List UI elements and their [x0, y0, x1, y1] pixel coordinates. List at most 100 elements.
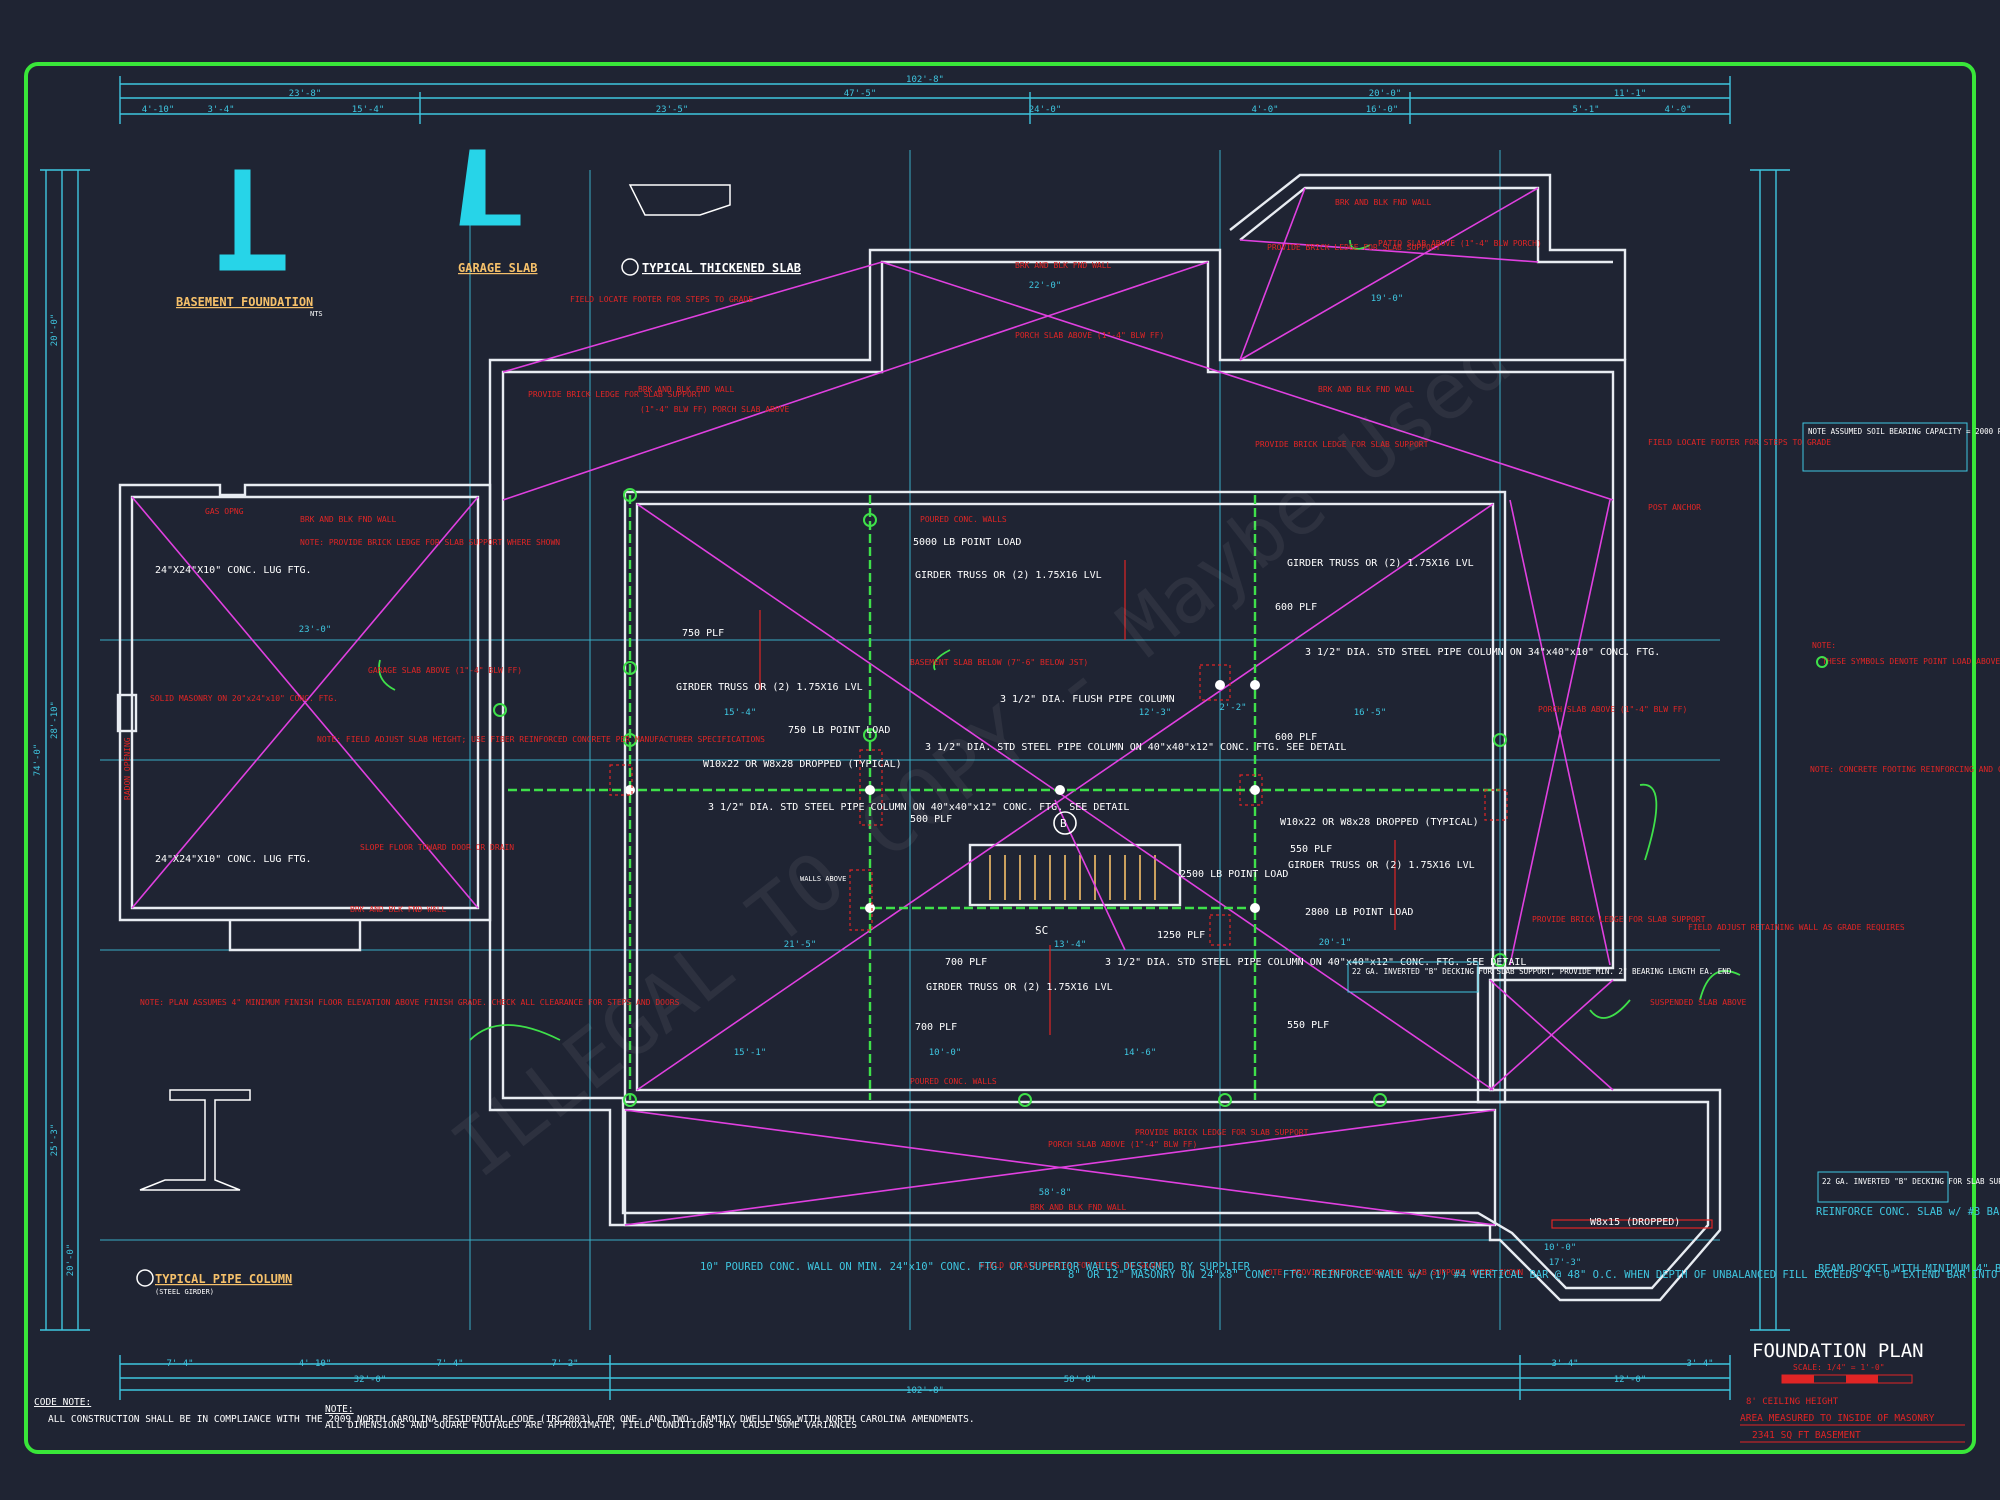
basement-slab-note: BASEMENT SLAB BELOW (7"-6" BELOW JST): [910, 658, 1088, 667]
wall-label-upper-left: BRK AND BLK FND WALL: [638, 385, 735, 394]
bottom-dim-3: 12'-0": [1614, 1375, 1647, 1385]
brick-ledge-note-1: PROVIDE BRICK LEDGE FOR SLAB SUPPORT: [528, 390, 702, 399]
field-adjust-note: FIELD ADJUST RETAINING WALL AS GRADE REQ…: [1688, 923, 1905, 932]
garage-slab-title: GARAGE SLAB: [458, 261, 537, 275]
top2-dim-3: 15'-4": [352, 105, 385, 115]
dim-interior-10: 58'-8": [1039, 1188, 1072, 1198]
field-locate-note-3: FIELD LOCATE FOOTER FOR STEPS TO GRADE: [980, 1261, 1163, 1270]
slab-diagonals: [131, 187, 1614, 1226]
note-red: NOTE: PROVIDE BRICK LEDGE FOR SLAB SUPPO…: [300, 538, 560, 547]
legend-text: THESE SYMBOLS DENOTE POINT LOAD ABOVE. B…: [1822, 657, 2000, 666]
reinforce-note: REINFORCE CONC. SLAB w/ #3 BAR @ 24" O.C…: [1816, 1206, 2000, 1218]
section-marker: [1053, 811, 1077, 835]
top2-dim-1: 4'-10": [142, 105, 175, 115]
left-dim-4: 25'-3": [50, 1124, 60, 1157]
steel-columns: [625, 680, 1260, 913]
poured-wall-note: 10" POURED CONC. WALL ON MIN. 24"x10" CO…: [700, 1261, 1251, 1273]
dim-interior-13: 21'-5": [784, 940, 817, 950]
top2-dim-8: 5'-1": [1572, 105, 1599, 115]
dim-interior-7: 10'-0": [929, 1048, 962, 1058]
bottom2-dim-1: 7'-4": [166, 1359, 193, 1369]
decking-note-2: 22 GA. INVERTED "B" DECKING FOR SLAB SUP…: [1822, 1177, 2000, 1186]
plf-500: 500 PLF: [910, 814, 952, 825]
dim-interior-15: 17'-3": [1549, 1258, 1582, 1268]
dimension-note-text: ALL DIMENSIONS AND SQUARE FOOTAGES ARE A…: [325, 1420, 857, 1431]
leader-arcs: [378, 239, 1741, 1041]
area-value: 2341 SQ FT BASEMENT: [1752, 1430, 1861, 1441]
brick-ledge-note-5: PROVIDE BRICK LEDGE FOR SLAB SUPPORT: [1135, 1128, 1309, 1137]
pipe-column-callout-1: 3 1/2" DIA. STD STEEL PIPE COLUMN ON 40"…: [708, 802, 1129, 813]
bottom-dim-2: 58'-8": [1064, 1375, 1097, 1385]
plf-550-2: 550 PLF: [1287, 1020, 1329, 1031]
top-dim-2: 47'-5": [844, 89, 877, 99]
top2-dim-2: 3'-4": [207, 105, 234, 115]
porch-slab-note: PORCH SLAB ABOVE (1"-4" BLW FF): [1015, 331, 1164, 340]
beam-w8: W8x15 (DROPPED): [1590, 1217, 1680, 1228]
wall-label-garage-bottom: BRK AND BLK FND WALL: [350, 905, 447, 914]
top2-dim-7: 16'-0": [1366, 105, 1399, 115]
title-block: FOUNDATION PLAN SCALE: 1/4" = 1'-0" 8' C…: [1740, 1340, 1965, 1443]
dim-interior-11: 22'-0": [1029, 281, 1062, 291]
porch-slab-bottom-note: PORCH SLAB ABOVE (1"-4" BLW FF): [1048, 1140, 1197, 1149]
right-note: NOTE: CONCRETE FOOTING REINFORCING AND C…: [1810, 765, 2000, 774]
column-34-callout: 3 1/2" DIA. STD STEEL PIPE COLUMN ON 34"…: [1305, 647, 1660, 658]
code-note-title: CODE NOTE:: [34, 1397, 91, 1408]
post-anchor-note: POST ANCHOR: [1648, 503, 1701, 512]
top-dim-4: 11'-1": [1614, 89, 1647, 99]
dim-interior-8: 14'-6": [1124, 1048, 1157, 1058]
brick-ledge-note-2: PROVIDE BRICK LEDGE FOR SLAB SUPPORT: [1255, 440, 1429, 449]
radon-label: RADON OPENING: [123, 737, 132, 800]
overall-bottom-dim: 102'-8": [906, 1386, 944, 1396]
field-locate-note-1: FIELD LOCATE FOOTER FOR STEPS TO GRADE: [570, 295, 753, 304]
garage-slab-note: GARAGE SLAB ABOVE (1"-4" BLW FF): [368, 666, 522, 675]
bottom2-dim-4: 7'-2": [551, 1359, 578, 1369]
decking-note-1: 22 GA. INVERTED "B" DECKING FOR SLAB SUP…: [1352, 967, 1732, 976]
porch-slab-right-note: PORCH SLAB ABOVE (1"-4" BLW FF): [1538, 705, 1687, 714]
dim-interior-3: 12'-3": [1139, 708, 1172, 718]
dim-interior-6: 15'-1": [734, 1048, 767, 1058]
bottom2-dim-5: 3'-4": [1551, 1359, 1578, 1369]
callout-boxes: [1347, 422, 1968, 1203]
wall-label-right: BRK AND BLK FND WALL: [1318, 385, 1415, 394]
girder-truss-1: GIRDER TRUSS OR (2) 1.75X16 LVL: [1287, 558, 1474, 569]
sheet-border: [24, 62, 1976, 1454]
slope-floor-note: SLOPE FLOOR TOWARD DOOR OR DRAIN: [360, 843, 514, 852]
flush-column-callout: 3 1/2" DIA. FLUSH PIPE COLUMN: [1000, 694, 1175, 705]
left-dim-3: 20'-0": [50, 314, 60, 347]
porch-left-note: (1"-4" BLW FF) PORCH SLAB ABOVE: [640, 405, 789, 414]
lug-footing-2: 24"X24"X10" CONC. LUG FTG.: [155, 854, 312, 865]
code-note-text: ALL CONSTRUCTION SHALL BE IN COMPLIANCE …: [48, 1414, 975, 1425]
plf-600-1: 600 PLF: [1275, 602, 1317, 613]
thickened-slab-title: TYPICAL THICKENED SLAB: [642, 261, 801, 275]
ceiling-height: 8' CEILING HEIGHT: [1746, 1397, 1839, 1407]
top2-dim-6: 4'-0": [1251, 105, 1278, 115]
dim-interior-14: 2'-2": [1219, 703, 1246, 713]
field-locate-note-2: FIELD LOCATE FOOTER FOR STEPS TO GRADE: [1648, 438, 1831, 447]
left-dim-1: 74'-0": [33, 744, 43, 777]
beam-dropped-1: W10x22 OR W8x28 DROPPED (TYPICAL): [703, 759, 902, 770]
plan-title: FOUNDATION PLAN: [1752, 1340, 1924, 1362]
reference-grid-lines: [100, 150, 1720, 1330]
dim-interior-12: 19'-0": [1371, 294, 1404, 304]
brick-ledge-note-3: PROVIDE BRICK LEDGE FOR SLAB SUPPORT: [1267, 243, 1441, 252]
section-label: B: [1060, 817, 1067, 830]
girder-truss-5: GIRDER TRUSS OR (2) 1.75X16 LVL: [926, 982, 1113, 993]
dimension-note-title: NOTE:: [325, 1404, 354, 1415]
dim-interior-1: 23'-0": [299, 625, 332, 635]
bottom-dim-1: 32'-0": [354, 1375, 387, 1385]
top2-dim-9: 4'-0": [1664, 105, 1691, 115]
walls-above-label: WALLS ABOVE: [800, 875, 846, 883]
point-load-5000: 5000 LB POINT LOAD: [913, 537, 1021, 548]
basement-foundation-title: BASEMENT FOUNDATION: [176, 295, 313, 309]
plf-700-1: 700 PLF: [945, 957, 987, 968]
wall-label-poured-bottom: POURED CONC. WALLS: [910, 1077, 997, 1086]
dim-interior-4: 16'-5": [1354, 708, 1387, 718]
plan-scale: SCALE: 1/4" = 1'-0": [1793, 1363, 1885, 1372]
top2-dim-4: 23'-5": [656, 105, 689, 115]
pipe-column-subtitle: (STEEL GIRDER): [155, 1288, 214, 1296]
top-dimension-lines: [40, 76, 1790, 1400]
patio-slab-note: PATIO SLAB ABOVE (1"-4" BLW PORCH): [1378, 239, 1542, 248]
soil-note: NOTE ASSUMED SOIL BEARING CAPACITY = 200…: [1808, 427, 2000, 436]
plf-750: 750 PLF: [682, 628, 724, 639]
